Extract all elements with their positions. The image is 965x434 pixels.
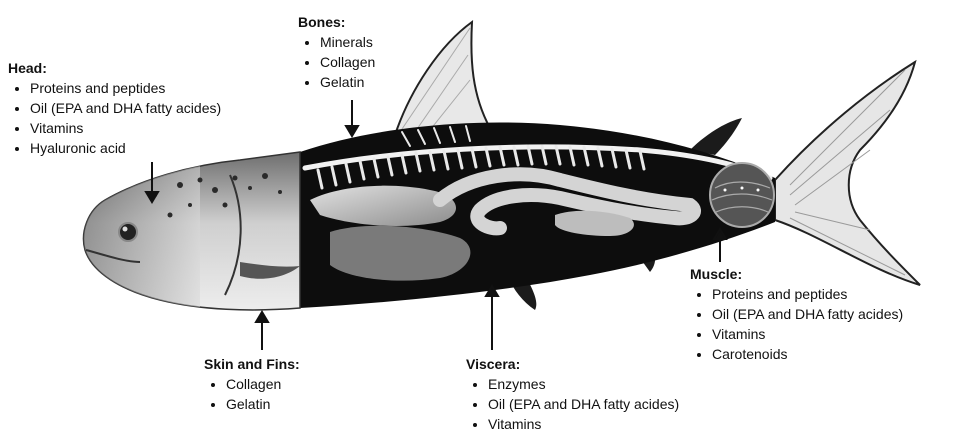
muscle-label: Muscle: Proteins and peptides Oil (EPA a…: [690, 264, 903, 364]
tail-fin: [775, 62, 920, 285]
viscera-label: Viscera: Enzymes Oil (EPA and DHA fatty …: [466, 354, 679, 434]
second-dorsal-fin: [690, 118, 742, 155]
head-item: Oil (EPA and DHA fatty acides): [30, 98, 221, 118]
viscera-item: Oil (EPA and DHA fatty acides): [488, 394, 679, 414]
head-item: Hyaluronic acid: [30, 138, 221, 158]
skin-fins-label: Skin and Fins: Collagen Gelatin: [204, 354, 300, 414]
viscera-item: Enzymes: [488, 374, 679, 394]
head-label: Head: Proteins and peptides Oil (EPA and…: [8, 58, 221, 158]
head-title: Head:: [8, 58, 221, 78]
head-item: Vitamins: [30, 118, 221, 138]
skin-fins-item: Collagen: [226, 374, 300, 394]
muscle-item: Vitamins: [712, 324, 903, 344]
skin-fins-title: Skin and Fins:: [204, 354, 300, 374]
muscle-item: Oil (EPA and DHA fatty acides): [712, 304, 903, 324]
bones-title: Bones:: [298, 12, 375, 32]
muscle-item: Proteins and peptides: [712, 284, 903, 304]
viscera-item: Vitamins: [488, 414, 679, 434]
muscle-title: Muscle:: [690, 264, 903, 284]
viscera-title: Viscera:: [466, 354, 679, 374]
fish-eye: [119, 223, 137, 241]
bones-item: Collagen: [320, 52, 375, 72]
bones-item: Gelatin: [320, 72, 375, 92]
muscle-magnifier: [710, 163, 774, 227]
skin-fins-item: Gelatin: [226, 394, 300, 414]
muscle-item: Carotenoids: [712, 344, 903, 364]
bones-item: Minerals: [320, 32, 375, 52]
head-item: Proteins and peptides: [30, 78, 221, 98]
bones-label: Bones: Minerals Collagen Gelatin: [298, 12, 375, 92]
